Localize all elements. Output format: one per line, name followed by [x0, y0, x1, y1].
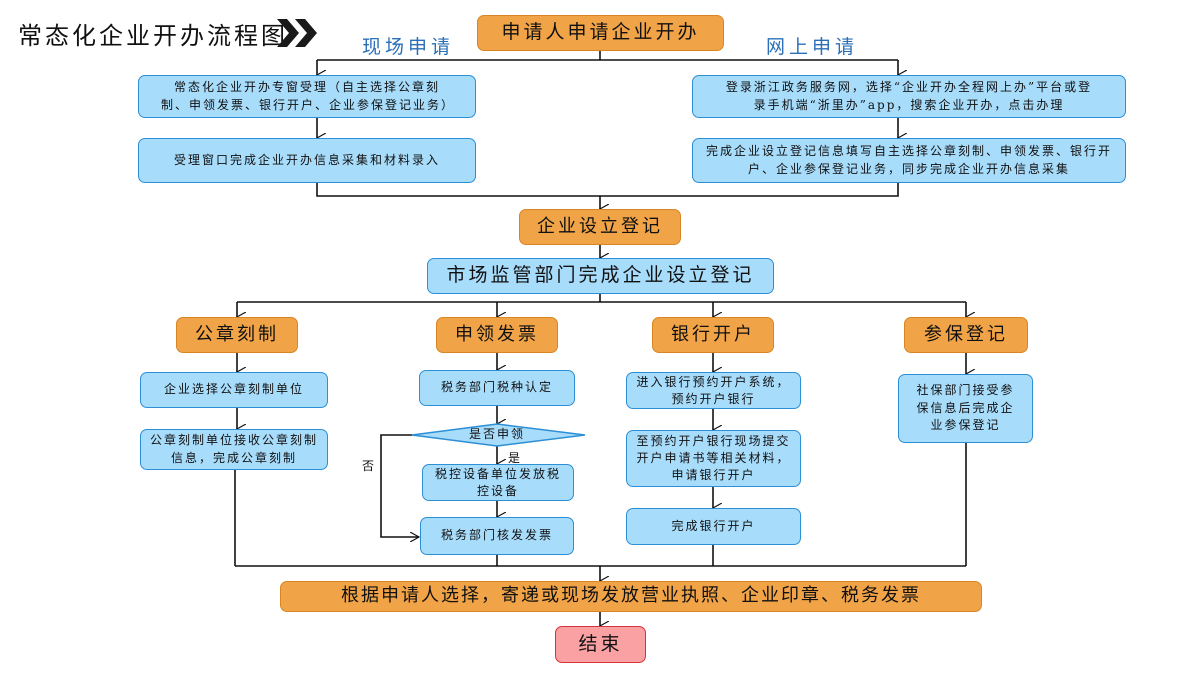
- bank-step-1[interactable]: 进入银行预约开户系统，预约开户银行: [626, 372, 801, 409]
- start-node[interactable]: 申请人申请企业开办: [477, 15, 724, 51]
- yes-label: 是: [508, 451, 521, 465]
- end-node[interactable]: 结束: [555, 626, 646, 663]
- branch-label-onsite: 现场申请: [362, 36, 455, 58]
- decision-label: 是否申领: [468, 427, 525, 442]
- seal-step-1[interactable]: 企业选择公章刻制单位: [140, 372, 328, 408]
- insurance-step-1[interactable]: 社保部门接受参保信息后完成企业参保登记: [898, 374, 1033, 443]
- registration-step[interactable]: 市场监管部门完成企业设立登记: [427, 258, 774, 294]
- bank-step-3[interactable]: 完成银行开户: [626, 508, 801, 545]
- stage-insurance[interactable]: 参保登记: [904, 317, 1028, 353]
- online-step-2[interactable]: 完成企业设立登记信息填写自主选择公章刻制、申领发票、银行开户、企业参保登记业务，…: [692, 138, 1126, 183]
- no-label: 否: [362, 459, 375, 473]
- invoice-step-1[interactable]: 税务部门税种认定: [419, 370, 575, 406]
- branch-label-online: 网上申请: [766, 36, 859, 58]
- diagram-title: 常态化企业开办流程图: [18, 22, 288, 50]
- stage-bank[interactable]: 银行开户: [652, 317, 774, 353]
- invoice-step-final[interactable]: 税务部门核发发票: [420, 517, 574, 555]
- online-step-1[interactable]: 登录浙江政务服务网，选择“企业开办全程网上办”平台或登录手机端“浙里办”app，…: [692, 75, 1126, 118]
- bank-step-2[interactable]: 至预约开户银行现场提交开户申请书等相关材料，申请银行开户: [626, 430, 801, 487]
- registration-stage[interactable]: 企业设立登记: [519, 209, 681, 245]
- stage-invoice[interactable]: 申领发票: [436, 317, 558, 353]
- double-chevron-icon: [277, 19, 317, 47]
- stage-seal[interactable]: 公章刻制: [176, 317, 298, 353]
- seal-step-2[interactable]: 公章刻制单位接收公章刻制信息，完成公章刻制: [140, 429, 328, 470]
- delivery-step[interactable]: 根据申请人选择，寄递或现场发放营业执照、企业印章、税务发票: [280, 581, 982, 612]
- onsite-step-2[interactable]: 受理窗口完成企业开办信息采集和材料录入: [138, 138, 476, 183]
- decision-diamond: [411, 423, 586, 447]
- invoice-step-yes[interactable]: 税控设备单位发放税控设备: [422, 464, 574, 501]
- onsite-step-1[interactable]: 常态化企业开办专窗受理（自主选择公章刻制、申领发票、银行开户、企业参保登记业务）: [138, 75, 476, 118]
